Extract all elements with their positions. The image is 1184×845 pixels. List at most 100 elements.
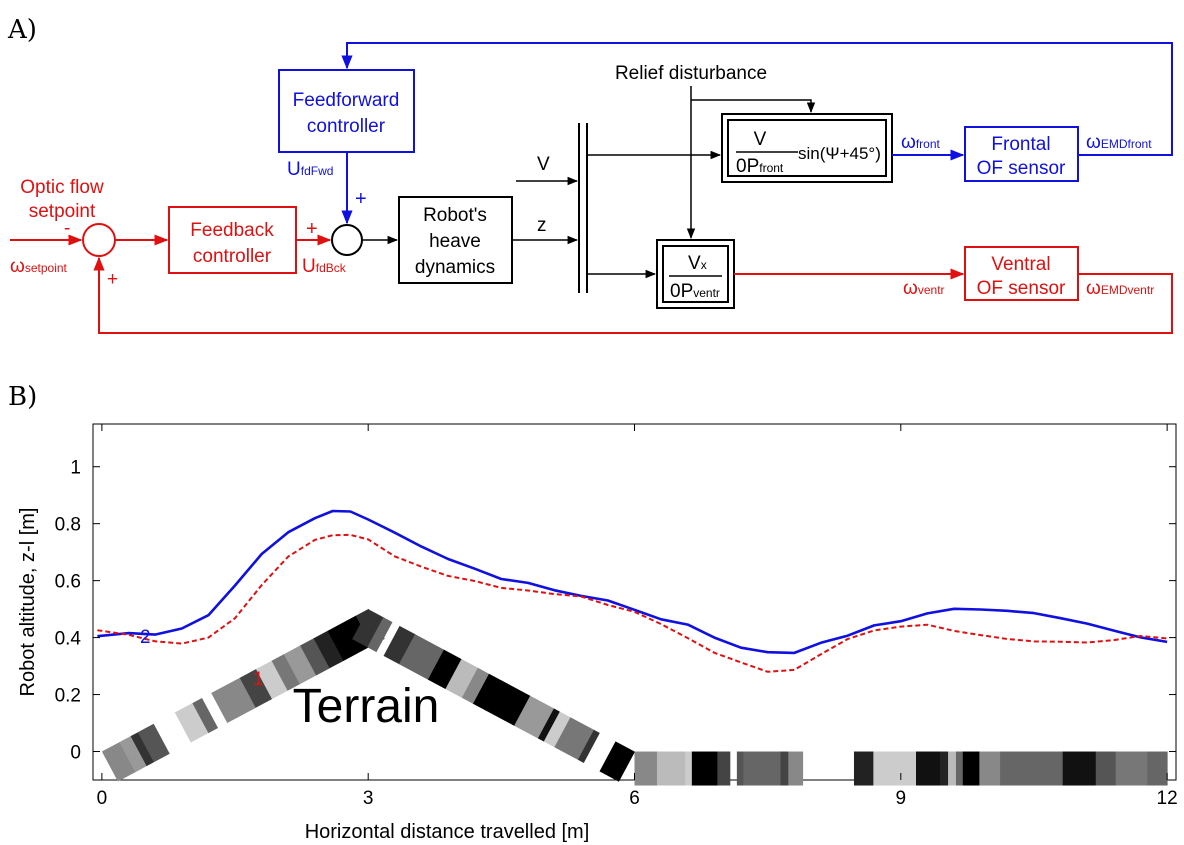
robot-label-1: Robot's [423, 205, 487, 226]
x-tick-label: 3 [363, 788, 374, 809]
frontal-sensor-block: Frontal OF sensor [964, 126, 1079, 182]
z-signal-label: z [537, 215, 547, 236]
omega-front-label: ωfront [901, 132, 941, 153]
terrain-tile [900, 751, 917, 786]
feedback-plus-sign: + [107, 269, 118, 290]
terrain-tile [962, 751, 980, 786]
y-tick-label: 0.8 [55, 515, 81, 536]
terrain-tile [1062, 751, 1097, 786]
ventral-transfer-block: Vx 0Pventr [656, 239, 735, 309]
robot-dynamics-block: Robot's heave dynamics [398, 196, 513, 284]
terrain-tile [461, 667, 490, 704]
terrain-tile [1147, 751, 1168, 786]
terrain-tile [577, 729, 600, 763]
y-axis-label: Robot altitude, z-l [m] [17, 508, 39, 697]
robot-label-3: dynamics [415, 257, 495, 278]
terrain-tile [948, 751, 957, 786]
terrain-label: Terrain [293, 680, 440, 733]
terrain-tile [445, 658, 479, 698]
terrain-tile [1095, 751, 1117, 786]
terrain-tile [691, 751, 718, 786]
terrain-tile [192, 697, 219, 734]
frontal-transfer-block: V 0Pfront sin(Ψ+45°) [721, 113, 893, 183]
panel-a: A) Feedforward controller Feedback contr… [7, 15, 1173, 334]
y-tick-label: 0.4 [55, 629, 82, 650]
series-layer [97, 509, 1168, 673]
terrain-tile [979, 751, 1001, 786]
terrain-tile [717, 751, 731, 786]
setpoint-minus-sign: - [64, 218, 70, 239]
panel-b-label: B) [8, 382, 37, 412]
frontal-sensor-label-2: OF sensor [977, 158, 1066, 179]
setpoint-label-1: Optic flow [20, 177, 104, 198]
y-tick-label: 0 [70, 743, 81, 764]
frontal-tf-sin: sin(Ψ+45°) [798, 144, 881, 163]
ventral-sensor-block: Ventral OF sensor [964, 246, 1079, 301]
y-tick-label: 1 [70, 458, 81, 479]
terrain-tile [352, 609, 384, 648]
setpoint-summing-junction [82, 223, 116, 257]
ventral-sensor-label-2: OF sensor [977, 278, 1066, 299]
terrain-tile [119, 735, 148, 773]
feedback-label-2: controller [193, 246, 272, 267]
terrain-tile [484, 680, 531, 726]
terrain-tile [427, 649, 462, 690]
terrain-tile [399, 634, 445, 680]
terrain-tile [543, 711, 571, 748]
terrain-tile [1115, 751, 1148, 786]
x-tick-label: 12 [1157, 788, 1178, 809]
terrain-tile [853, 751, 874, 786]
setpoint-label-2: setpoint [29, 201, 96, 222]
terrain-tile [537, 708, 561, 742]
terrain-tile [300, 638, 331, 676]
terrain-tile [873, 751, 902, 786]
x-axis-label: Horizontal distance travelled [m] [305, 821, 590, 843]
x-tick-label: 9 [896, 788, 907, 809]
feedforward-label-2: controller [307, 116, 386, 137]
feedforward-label-1: Feedforward [293, 90, 400, 111]
series-line-2 [97, 509, 1168, 655]
terrain-segment [352, 609, 635, 782]
terrain-segment [634, 751, 1168, 786]
terrain-segment [101, 608, 385, 782]
curve-label-1: 1 [253, 669, 264, 690]
ventral-tf-num: Vx [688, 253, 707, 274]
x-tick-label: 6 [629, 788, 640, 809]
omega-emd-ventr-label: ωEMDventr [1086, 278, 1154, 299]
plot-frame [92, 423, 1177, 781]
feedforward-plus-sign: + [355, 188, 367, 210]
terrain-tile [780, 751, 789, 786]
x-tick-label: 0 [97, 788, 108, 809]
terrain-tile [1000, 751, 1032, 786]
terrain-tile [743, 751, 774, 786]
terrain-tile [130, 732, 155, 767]
terrain-tile [773, 751, 782, 786]
terrain-tile [313, 630, 345, 669]
terrain-tile [514, 695, 555, 739]
terrain-tile [915, 751, 941, 786]
omega-ventr-label: ωventr [903, 278, 945, 299]
y-tick-label: 0.6 [55, 572, 81, 593]
v-signal-label: V [537, 154, 550, 175]
terrain-strip [101, 608, 1168, 786]
terrain-tile [736, 751, 744, 786]
terrain-tile [367, 617, 393, 653]
terrain-tile [271, 653, 301, 691]
terrain-tile [383, 625, 416, 665]
terrain-tile [599, 741, 635, 782]
feedback-block: Feedback controller [168, 206, 297, 274]
feedback-wires [10, 234, 1173, 334]
feedforward-block: Feedforward controller [278, 69, 415, 153]
terrain-tile [554, 717, 595, 761]
u-fdbck-label: UfdBck [302, 256, 347, 277]
omega-emd-front-label: ωEMDfront [1086, 132, 1152, 153]
terrain-tile [174, 702, 209, 743]
terrain-tile [955, 751, 964, 786]
relief-disturbance-label: Relief disturbance [615, 63, 767, 84]
control-plus-sign: + [306, 218, 318, 240]
robot-label-2: heave [429, 231, 481, 252]
u-fdfwd-label: UfdFwd [287, 159, 333, 180]
